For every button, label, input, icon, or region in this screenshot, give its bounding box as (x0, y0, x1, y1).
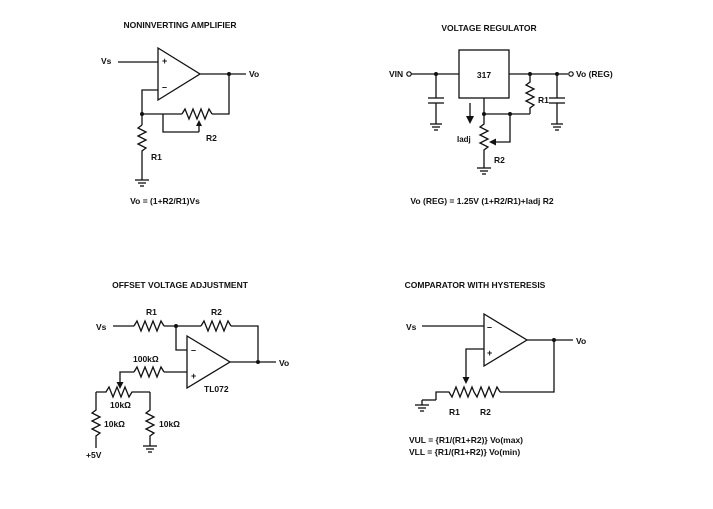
noninverting-plus: + (162, 56, 167, 66)
comparator-feedback-wire (500, 340, 555, 393)
regulator-r1-resistor (524, 74, 536, 114)
offset-10k-pot (96, 385, 150, 399)
regulator-vo-terminal (568, 71, 574, 77)
comparator-r1-label: R1 (449, 407, 460, 417)
regulator-vin-terminal (406, 71, 412, 77)
noninverting-vo-label: Vo (249, 69, 259, 79)
comparator-formula-ul: VUL = {R1/(R1+R2)} Vo(max) (409, 435, 523, 445)
offset-title: OFFSET VOLTAGE ADJUSTMENT (112, 280, 249, 290)
offset-minus: – (191, 345, 196, 355)
voltage-regulator: VOLTAGE REGULATOR VIN 317 Vo (REG) (389, 23, 613, 206)
noninverting-minus: – (162, 82, 167, 92)
noninverting-r1-resistor (136, 124, 148, 180)
regulator-r2-label: R2 (494, 155, 505, 165)
offset-opamp (186, 334, 232, 390)
comparator-ground-icon (415, 399, 436, 412)
regulator-iadj-arrow-icon (466, 116, 474, 124)
offset-voltage-adjustment: OFFSET VOLTAGE ADJUSTMENT Vs R1 R2 – + V… (86, 280, 289, 460)
noninverting-ground-icon (135, 179, 149, 187)
regulator-ground-icon (477, 167, 491, 175)
regulator-r2-wiper-arrow (489, 138, 496, 146)
offset-plus: + (191, 371, 196, 381)
noninverting-junction (140, 112, 144, 116)
offset-10k-right-label: 10kΩ (159, 419, 180, 429)
comparator-opamp (483, 312, 529, 368)
comparator-plus-wire (465, 348, 484, 378)
comparator-formula-ll: VLL = {R1/(R1+R2)} Vo(min) (409, 447, 520, 457)
noninverting-formula: Vo = (1+R2/R1)Vs (130, 196, 200, 206)
offset-out-node (256, 360, 260, 364)
regulator-vin-label: VIN (389, 69, 403, 79)
offset-10k-left-label: 10kΩ (104, 419, 125, 429)
noninverting-r2-resistor (181, 107, 213, 121)
offset-10k-right-resistor (144, 392, 156, 446)
noninverting-r2-wiper-arrow (196, 120, 202, 126)
comparator-vs-label: Vs (406, 322, 417, 332)
offset-part-label: TL072 (204, 384, 229, 394)
offset-pot-label: 10kΩ (110, 400, 131, 410)
noninverting-amplifier: NONINVERTING AMPLIFIER + – Vs Vo R2 R1 V (101, 20, 259, 206)
offset-r1-resistor (133, 319, 165, 333)
regulator-r1-label: R1 (538, 95, 549, 105)
noninverting-wiper-wire (162, 114, 199, 133)
regulator-title: VOLTAGE REGULATOR (441, 23, 536, 33)
noninverting-feedback-wire (212, 74, 230, 115)
offset-100k-label: 100kΩ (133, 354, 159, 364)
offset-r2-label: R2 (211, 307, 222, 317)
offset-wiper-wire (119, 371, 134, 384)
offset-supply-label: +5V (86, 450, 102, 460)
comparator-title: COMPARATOR WITH HYSTERESIS (405, 280, 546, 290)
offset-vs-label: Vs (96, 322, 107, 332)
comparator-vo-label: Vo (576, 336, 586, 346)
offset-ground-icon (143, 445, 157, 453)
regulator-iadj-label: Iadj (457, 135, 471, 144)
regulator-r2-resistor (478, 114, 490, 168)
offset-feedback-wire (231, 325, 259, 360)
noninverting-inv-wire (141, 89, 158, 125)
offset-inv-wire (175, 326, 187, 351)
offset-r2-resistor (200, 319, 232, 333)
comparator-minus: – (487, 322, 492, 332)
comparator-pot-resistor (435, 385, 501, 400)
noninverting-vs-label: Vs (101, 56, 112, 66)
comparator-r2-label: R2 (480, 407, 491, 417)
noninverting-opamp (157, 46, 202, 102)
comparator-with-hysteresis: COMPARATOR WITH HYSTERESIS Vs – + Vo R1 … (405, 280, 587, 457)
regulator-output-capacitor (549, 74, 565, 131)
noninverting-title: NONINVERTING AMPLIFIER (123, 20, 236, 30)
regulator-vo-label: Vo (REG) (576, 69, 613, 79)
noninverting-r2-label: R2 (206, 133, 217, 143)
offset-10k-left-resistor (90, 392, 102, 448)
comparator-plus: + (487, 348, 492, 358)
regulator-chip-label: 317 (477, 70, 491, 80)
comparator-wiper-arrow (462, 377, 470, 384)
noninverting-r1-label: R1 (151, 152, 162, 162)
offset-r1-label: R1 (146, 307, 157, 317)
offset-vo-label: Vo (279, 358, 289, 368)
offset-100k-resistor (133, 365, 165, 379)
offset-pot-wiper-arrow (116, 382, 124, 389)
regulator-formula: Vo (REG) = 1.25V (1+R2/R1)+Iadj R2 (410, 196, 553, 206)
regulator-input-capacitor (428, 74, 444, 131)
regulator-r2-wiper-wire (494, 114, 511, 143)
regulator-adj-wire (483, 98, 530, 115)
